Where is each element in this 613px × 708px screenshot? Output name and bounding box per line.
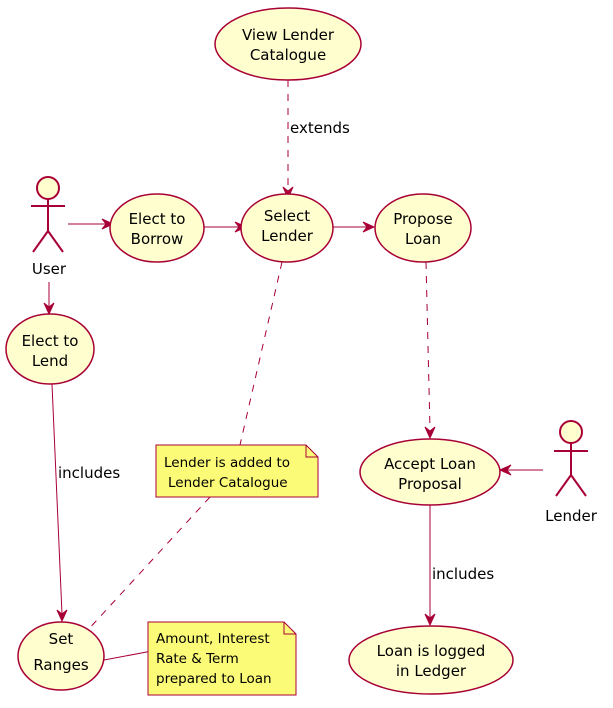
svg-text:Lender: Lender <box>261 227 314 245</box>
svg-text:Lender is added to: Lender is added to <box>164 455 290 471</box>
svg-text:Proposal: Proposal <box>398 475 462 493</box>
edge-extends: extends <box>282 80 350 200</box>
edge-lender-accept <box>498 464 543 476</box>
actor-user-label: User <box>32 260 67 278</box>
svg-text:Amount, Interest: Amount, Interest <box>156 631 270 647</box>
edge-user-lend <box>43 282 55 316</box>
usecase-accept-loan-proposal: Accept Loan Proposal <box>359 438 501 506</box>
svg-text:Lend: Lend <box>32 352 68 370</box>
usecase-select-lender: Select Lender <box>240 193 334 263</box>
svg-text:prepared to Loan: prepared to Loan <box>156 671 272 687</box>
svg-text:Set: Set <box>49 630 74 648</box>
svg-text:Loan: Loan <box>405 230 441 248</box>
note-lender-catalogue: Lender is added to Lender Catalogue <box>155 444 319 498</box>
svg-text:Propose: Propose <box>393 210 453 228</box>
note-amount-interest: Amount, Interest Rate & Term prepared to… <box>147 621 297 696</box>
edge-label-includes-accept: includes <box>432 565 494 583</box>
svg-text:Ranges: Ranges <box>33 656 89 674</box>
svg-text:Loan is logged: Loan is logged <box>377 642 486 660</box>
svg-text:Elect to: Elect to <box>129 210 186 228</box>
edge-includes-lend: includes <box>51 383 120 623</box>
edge-label-extends: extends <box>290 119 350 137</box>
usecase-elect-to-borrow: Elect to Borrow <box>109 193 205 263</box>
edge-label-includes-lend: includes <box>58 464 120 482</box>
edge-propose-accept <box>424 261 436 440</box>
note-link-ranges <box>85 496 211 633</box>
usecase-elect-to-lend: Elect to Lend <box>5 313 95 385</box>
usecase-view-lender-catalogue: View Lender Catalogue <box>214 7 362 81</box>
svg-text:Rate & Term: Rate & Term <box>156 651 239 667</box>
svg-text:Catalogue: Catalogue <box>250 46 326 64</box>
note-link-ranges-note <box>103 650 153 661</box>
usecase-set-ranges: Set Ranges <box>17 621 105 691</box>
svg-text:Elect to: Elect to <box>22 332 79 350</box>
actor-user: User <box>31 176 67 278</box>
svg-text:Lender Catalogue: Lender Catalogue <box>168 475 288 491</box>
edge-includes-accept: includes <box>424 504 494 627</box>
edge-borrow-select <box>204 221 248 233</box>
actor-lender: Lender <box>545 420 598 525</box>
svg-text:in Ledger: in Ledger <box>396 662 467 680</box>
usecase-propose-loan: Propose Loan <box>374 193 472 263</box>
svg-text:Accept Loan: Accept Loan <box>384 455 476 473</box>
usecase-loan-is-logged: Loan is logged in Ledger <box>348 625 514 695</box>
edge-user-borrow <box>68 218 115 230</box>
note-link-select <box>239 261 283 446</box>
actor-lender-label: Lender <box>545 507 598 525</box>
svg-text:Select: Select <box>264 207 310 225</box>
svg-text:Borrow: Borrow <box>131 230 184 248</box>
edge-select-propose <box>333 221 376 233</box>
svg-text:View Lender: View Lender <box>242 26 335 44</box>
